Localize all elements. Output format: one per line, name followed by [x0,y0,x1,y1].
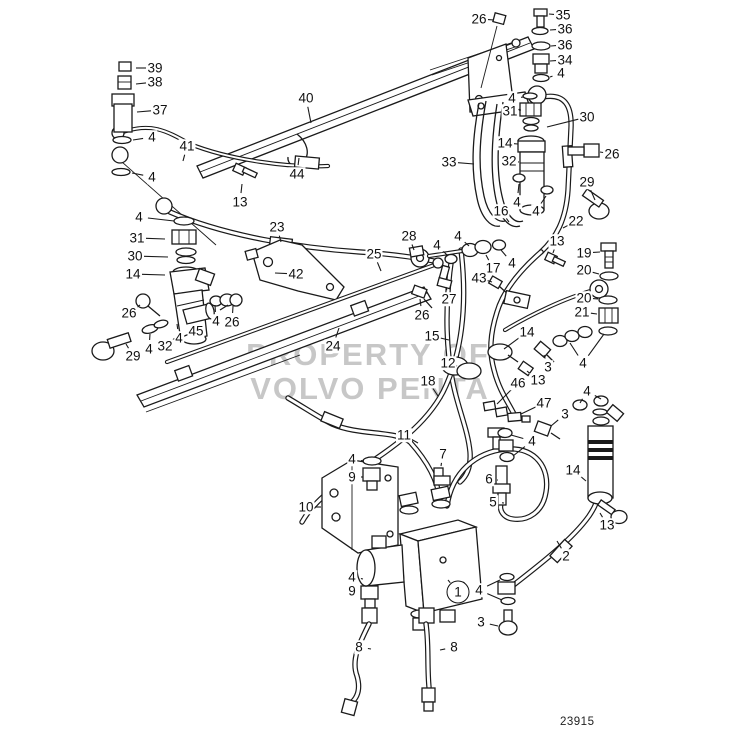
callout-label: 17 [484,260,502,276]
callout-label: 13 [598,517,616,533]
callout-label: 44 [288,166,306,182]
callout-label: 34 [556,52,574,68]
callout-label: 26 [413,307,431,323]
callout-label: 10 [297,499,315,515]
callout-label: 3 [560,406,570,422]
callout-label: 38 [146,74,164,90]
callout-label: 4 [147,129,157,145]
callout-label: 43 [470,270,488,286]
callout-label: 4 [512,194,522,210]
callout-label: 46 [509,375,527,391]
callout-label: 7 [438,446,448,462]
callout-label: 4 [144,341,154,357]
callout-label: 47 [535,395,553,411]
callout-label: 14 [124,266,142,282]
callout-label: 4 [432,237,442,253]
callout-label: 13 [548,233,566,249]
callout-label: 21 [573,304,591,320]
callout-label: 8 [449,639,459,655]
callout-label: 37 [151,102,169,118]
callout-label: 42 [287,266,305,282]
callout-label: 31 [128,230,146,246]
callout-label: 14 [496,135,514,151]
callout-label: 30 [126,248,144,264]
callout-label: 4 [474,582,484,598]
callout-label: 28 [400,228,418,244]
callout-label: 2 [561,548,571,564]
callout-label: 5 [488,494,498,510]
callout-label: 36 [556,21,574,37]
callout-label: 40 [297,90,315,106]
callout-label: 39 [146,60,164,76]
callout-label: 12 [439,355,457,371]
callout-label: 45 [187,323,205,339]
callout-label: 11 [395,427,413,443]
callout-label: 4 [347,569,357,585]
callout-label: 41 [178,138,196,154]
callout-label: 20 [575,290,593,306]
callout-label: 8 [354,639,364,655]
callout-label: 13 [529,372,547,388]
callout-label: 4 [134,209,144,225]
callout-label: 4 [147,169,157,185]
callout-label: 26 [223,314,241,330]
callout-label: 4 [507,255,517,271]
callout-label: 4 [582,383,592,399]
callout-label: 14 [518,324,536,340]
callout-label: 23 [268,219,286,235]
callout-label: 32 [156,338,174,354]
callout-label: 30 [578,109,596,125]
callout-label: 15 [423,328,441,344]
callout-label: 32 [500,153,518,169]
callout-label: 29 [124,348,142,364]
drawing-number: 23915 [560,716,595,728]
callout-label: 19 [575,245,593,261]
callout-label: 4 [507,90,517,106]
callout-label: 36 [556,37,574,53]
callout-label: 4 [453,228,463,244]
callout-label: 18 [419,373,437,389]
callout-label: 9 [347,583,357,599]
callout-label: 24 [324,338,342,354]
callout-label: 3 [543,359,553,375]
callout-label: 22 [567,213,585,229]
callout-label: 13 [231,194,249,210]
callout-label: 29 [578,174,596,190]
callout-label: 14 [564,462,582,478]
callout-label: 16 [492,203,510,219]
callout-label: 4 [211,313,221,329]
callout-label: 33 [440,154,458,170]
callout-label: 31 [501,103,519,119]
callout-label: 25 [365,246,383,262]
callout-label: 4 [347,451,357,467]
callout-circled: 1 [446,580,470,604]
callout-label: 4 [556,65,566,81]
callout-label: 4 [174,330,184,346]
callout-label: 4 [527,433,537,449]
callout-label: 6 [484,471,494,487]
callout-label: 20 [575,262,593,278]
callout-label: 26 [603,146,621,162]
callout-label: 9 [347,469,357,485]
callout-label: 4 [531,203,541,219]
callout-label: 26 [120,305,138,321]
callout-label: 35 [554,7,572,23]
callout-label: 26 [470,11,488,27]
callout-label: 4 [578,355,588,371]
callout-label: 3 [476,614,486,630]
leader-lines [125,13,605,651]
callout-label: 27 [440,291,458,307]
